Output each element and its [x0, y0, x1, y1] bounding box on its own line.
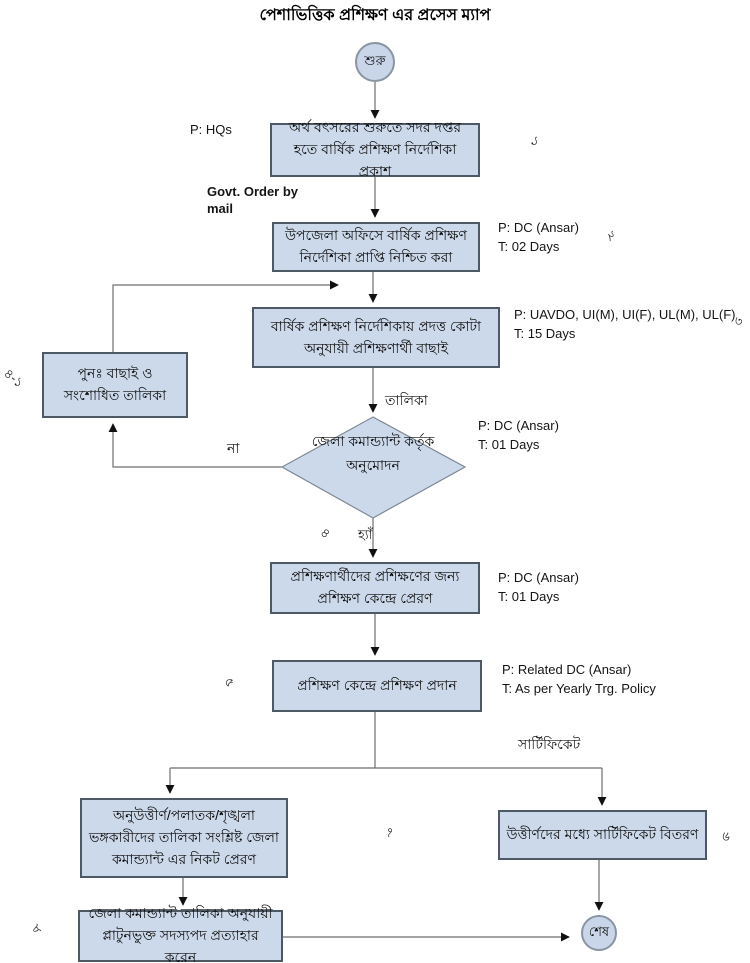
step-number-4: ৪ [317, 524, 334, 542]
annotation-approval-t: T: 01 Days [478, 436, 540, 452]
node-approval-decision: জেলা কমান্ড্যান্ট কর্তৃক অনুমোদন [311, 433, 435, 473]
annotation-govt-order: Govt. Order by mail [207, 184, 299, 216]
annotation-hq-text: P: HQs [190, 122, 232, 137]
step-number-5: ৫ [221, 673, 238, 691]
annotation-training-p: P: Related DC (Ansar) [502, 662, 632, 677]
edge-label-no: না [227, 440, 240, 456]
annotation-receipt-t: T: 02 Days [498, 238, 560, 254]
edge-label-list: তালিকা [385, 392, 428, 408]
node-withdraw-membership: জেলা কমান্ড্যান্ট তালিকা অনুযায়ী প্লাটু… [78, 905, 283, 963]
annotation-select: P: UAVDO, UI(M), UI(F), UL(M), UL(F) T: … [514, 306, 735, 344]
node-provide-training: প্রশিক্ষণ কেন্দ্রে প্রশিক্ষণ প্রদান [272, 660, 482, 712]
annotation-select-t: T: 15 Days [514, 325, 576, 341]
annotation-approval-p: P: DC (Ansar) [478, 418, 559, 433]
annotation-send: P: DC (Ansar) T: 01 Days [498, 569, 579, 607]
node-distribute-certificates: উত্তীর্ণদের মধ্যে সার্টিফিকেট বিতরণ [498, 810, 707, 860]
annotation-send-t: T: 01 Days [498, 588, 560, 604]
node-confirm-receipt: উপজেলা অফিসে বার্ষিক প্রশিক্ষণ নির্দেশিক… [272, 222, 480, 272]
step-number-1: ১ [527, 132, 544, 150]
start-terminator: শুরু [355, 42, 395, 82]
edge-label-certificate: সার্টিফিকেট [518, 736, 581, 752]
annotation-send-p: P: DC (Ansar) [498, 570, 579, 585]
step-number-2: ২ [603, 226, 620, 244]
step-number-8: ৮ [29, 920, 46, 938]
node-select-trainees: বার্ষিক প্রশিক্ষণ নির্দেশিকায় প্রদত্ত ক… [252, 307, 500, 368]
annotation-approval: P: DC (Ansar) T: 01 Days [478, 417, 559, 455]
annotation-select-p: P: UAVDO, UI(M), UI(F), UL(M), UL(F) [514, 307, 736, 322]
annotation-receipt-p: P: DC (Ansar) [498, 220, 579, 235]
node-send-to-center: প্রশিক্ষণার্থীদের প্রশিক্ষণের জন্য প্রশি… [270, 562, 480, 614]
edge-label-yes: হ্যাঁ [358, 527, 373, 542]
node-send-failed-list: অনুউত্তীর্ণ/পলাতক/শৃঙ্খলা ভঙ্গকারীদের তা… [80, 798, 288, 878]
annotation-hq: P: HQs [190, 121, 232, 140]
page-title: পেশাভিত্তিক প্রশিক্ষণ এর প্রসেস ম্যাপ [259, 7, 491, 24]
edge-decision-no-to-rework [108, 423, 282, 468]
step-number-7: ৭ [381, 823, 398, 841]
node-publish-directive: অর্থ বৎসরের শুরুতে সদর দপ্তর হতে বার্ষিক… [270, 119, 480, 179]
annotation-receipt: P: DC (Ansar) T: 02 Days [498, 219, 579, 257]
step-number-6: ৬ [718, 827, 735, 845]
node-rework-list: পুনঃ বাছাই ও সংশোধিত তালিকা [42, 352, 188, 418]
annotation-training-t: T: As per Yearly Trg. Policy [502, 680, 656, 696]
annotation-training: P: Related DC (Ansar) T: As per Yearly T… [502, 661, 656, 699]
end-terminator: শেষ [581, 915, 617, 951]
step-number-4-1: ৪-১ [0, 365, 27, 391]
